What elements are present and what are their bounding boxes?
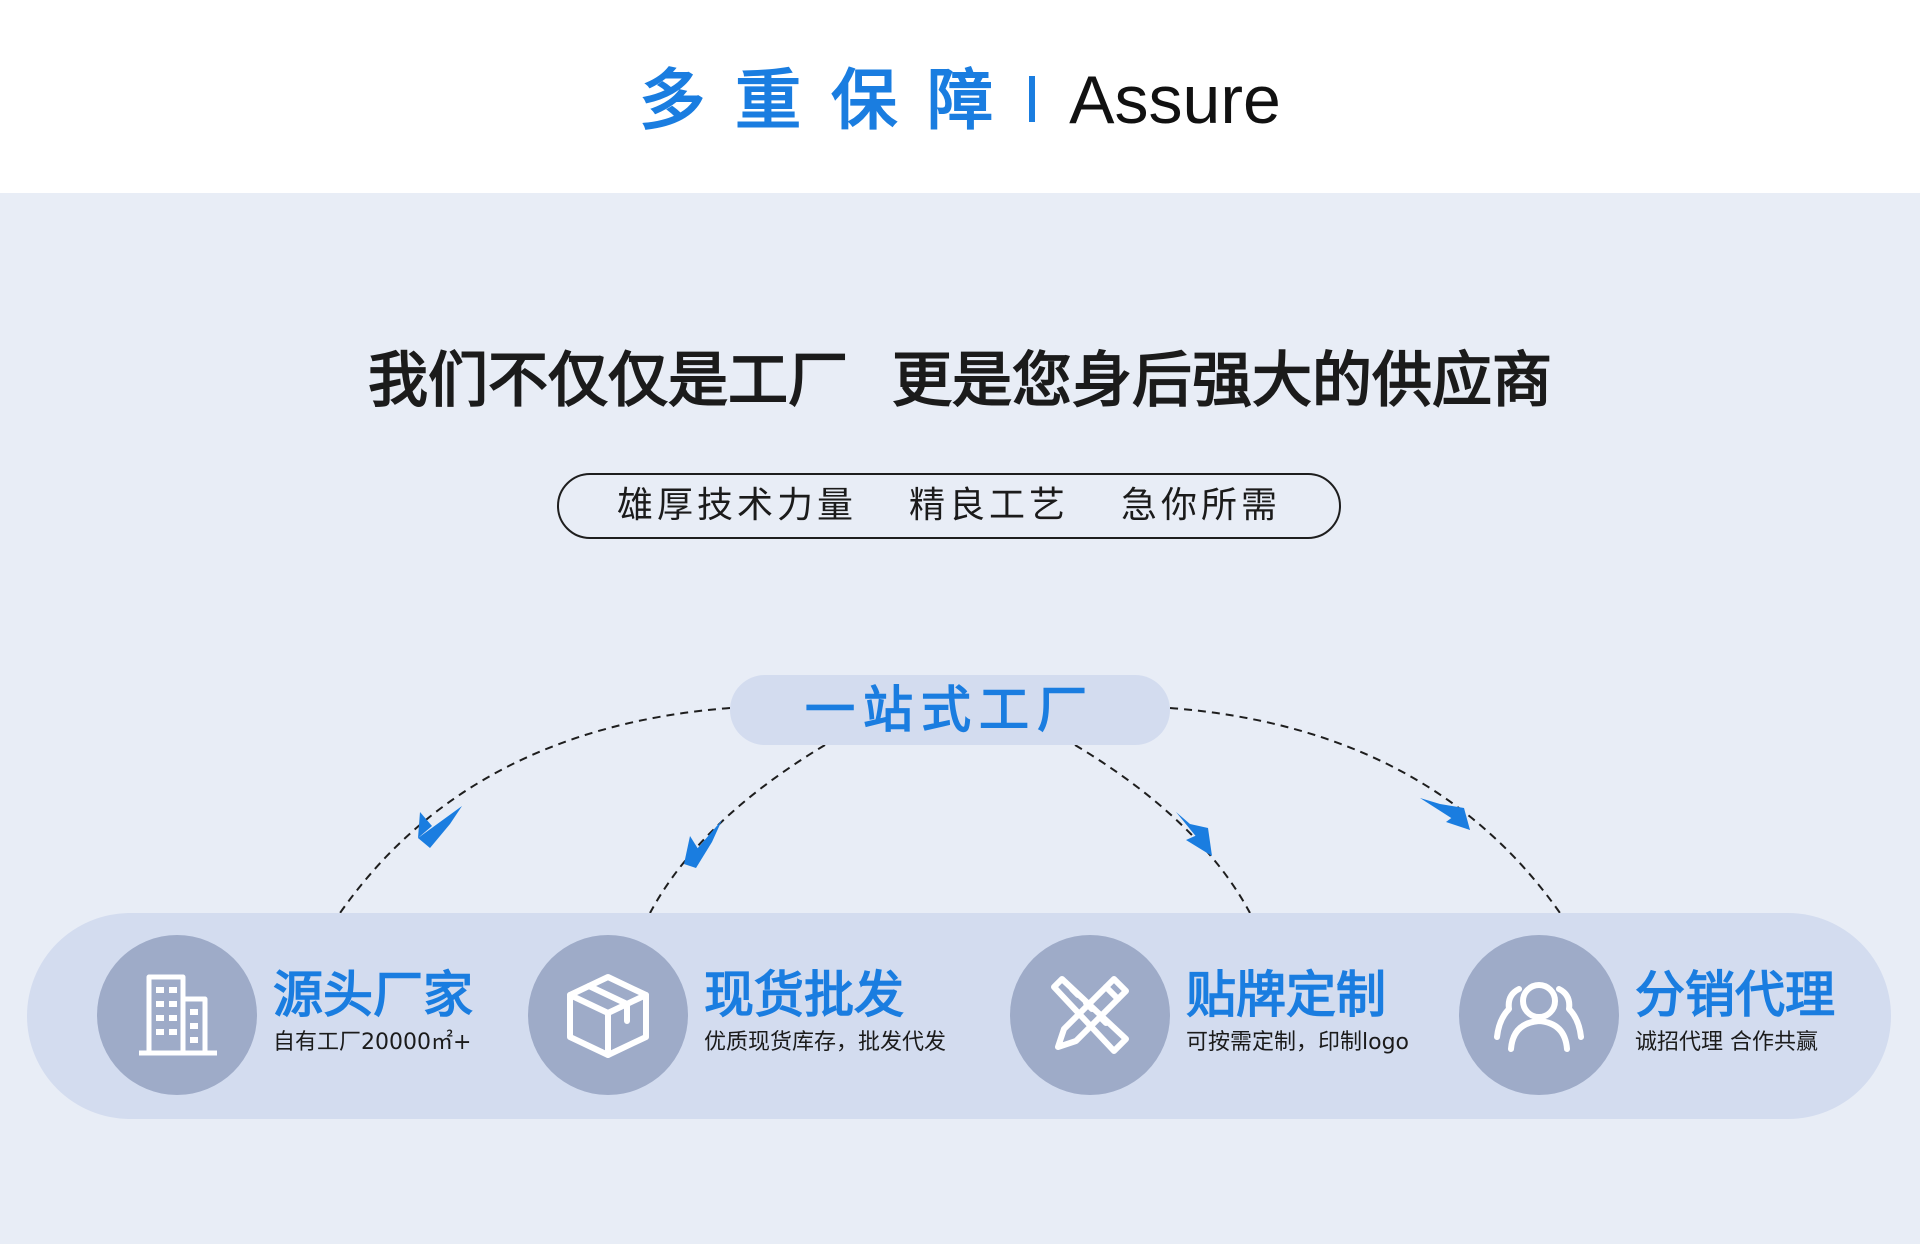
package-box-icon bbox=[567, 974, 649, 1058]
arrow-head-icon bbox=[684, 836, 700, 864]
feature-title: 分销代理 bbox=[1635, 966, 1835, 1024]
connector-arc-2 bbox=[649, 744, 826, 914]
arrow-head-icon bbox=[1186, 832, 1212, 856]
building-icon bbox=[139, 974, 217, 1056]
arrow-head-icon bbox=[1446, 810, 1470, 830]
connector-arc-4 bbox=[1169, 707, 1561, 914]
package-box-icon-circle bbox=[528, 935, 688, 1095]
pencil-ruler-icon-circle bbox=[1010, 935, 1170, 1095]
feature-desc: 可按需定制，印制logo bbox=[1186, 1030, 1409, 1055]
feature-title: 贴牌定制 bbox=[1186, 966, 1386, 1024]
tagline-item: 精良工艺 bbox=[908, 485, 1069, 526]
one-stop-factory-label: 一站式工厂 bbox=[730, 675, 1170, 745]
header-title-cn: 多重保障 bbox=[639, 62, 1024, 139]
building-icon-circle bbox=[97, 935, 257, 1095]
feature-title: 源头厂家 bbox=[273, 966, 473, 1024]
connector-arc-3 bbox=[1074, 744, 1251, 914]
feature-desc: 诚招代理 合作共赢 bbox=[1635, 1030, 1818, 1055]
feature-desc: 自有工厂20000㎡+ bbox=[273, 1030, 472, 1055]
arrow-head-icon bbox=[418, 806, 462, 848]
feature-desc: 优质现货库存，批发代发 bbox=[704, 1030, 947, 1055]
tagline-item: 雄厚技术力量 bbox=[616, 485, 857, 526]
header-banner: 多重保障 Assure bbox=[0, 0, 1920, 193]
header-title: 多重保障 Assure bbox=[0, 60, 1920, 141]
users-group-icon bbox=[1494, 982, 1584, 1052]
users-group-icon-circle bbox=[1459, 935, 1619, 1095]
feature-title: 现货批发 bbox=[704, 966, 904, 1024]
tagline-item: 急你所需 bbox=[1121, 485, 1282, 526]
main-title-part2: 更是您身后强大的供应商 bbox=[892, 346, 1552, 416]
tagline-pill: 雄厚技术力量 精良工艺 急你所需 bbox=[557, 473, 1341, 539]
pencil-ruler-icon bbox=[1051, 976, 1129, 1054]
main-title: 我们不仅仅是工厂更是您身后强大的供应商 bbox=[0, 345, 1920, 417]
main-title-part1: 我们不仅仅是工厂 bbox=[368, 346, 848, 416]
header-divider bbox=[1029, 75, 1036, 122]
header-title-en: Assure bbox=[1069, 62, 1281, 138]
connector-arc-1 bbox=[339, 707, 731, 914]
arrow-head-icon bbox=[418, 812, 432, 838]
